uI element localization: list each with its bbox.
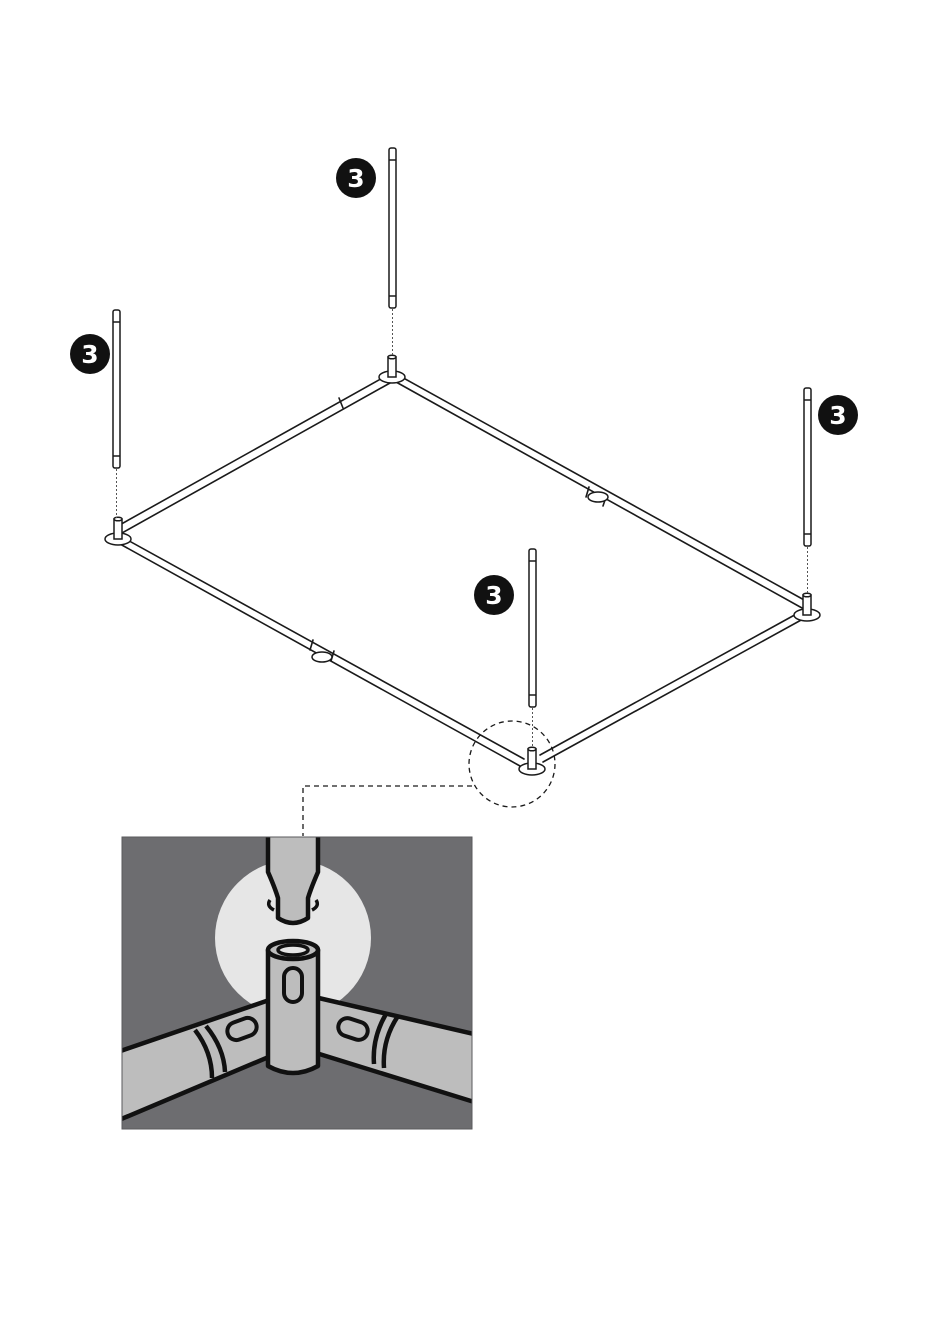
rail-front-right: [540, 612, 803, 762]
step-badge-label: 3: [829, 401, 846, 430]
step-badge-label: 3: [81, 340, 98, 369]
step-badge-right: 3: [818, 395, 858, 435]
detail-callout: [303, 721, 555, 836]
base-frame: [116, 375, 806, 766]
callout-circle: [469, 721, 555, 807]
detail-socket: [268, 941, 318, 1073]
upright-poles: [113, 148, 811, 707]
foot-pad: [312, 652, 332, 662]
guide-lines: [117, 309, 808, 748]
step-badge-label: 3: [347, 164, 364, 193]
front-pole: [529, 549, 536, 707]
foot-pad: [588, 492, 608, 502]
back-pole: [389, 148, 396, 308]
detail-inset: [100, 820, 500, 1129]
step-badge-back: 3: [336, 158, 376, 198]
corner-front: [519, 747, 545, 775]
rail-back-left: [116, 376, 390, 533]
step-badge-front: 3: [474, 575, 514, 615]
step-badge-left: 3: [70, 334, 110, 374]
corner-back: [379, 355, 405, 383]
left-pole: [113, 310, 120, 468]
mid-feet: [312, 492, 608, 662]
right-pole: [804, 388, 811, 546]
callout-leader: [303, 786, 472, 836]
step-badge-label: 3: [485, 581, 502, 610]
